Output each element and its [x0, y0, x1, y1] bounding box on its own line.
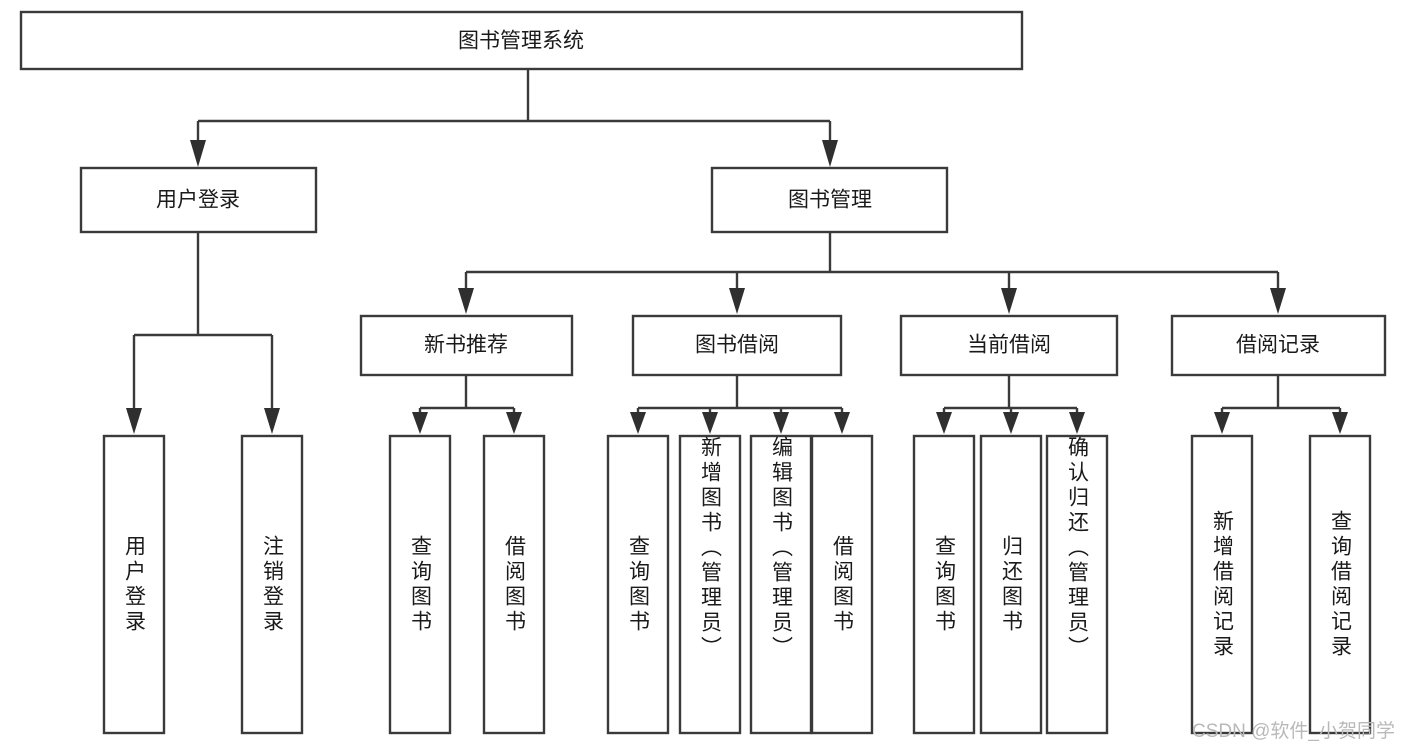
leaf-box-query-book-borrow[interactable] — [606, 434, 670, 735]
watermark-text: CSDN @软件_小贺同学 — [1192, 721, 1395, 742]
leaf-label-edit-book-admin: 编辑图书（管理员） — [769, 436, 793, 661]
arrow-head-icon — [1270, 288, 1286, 314]
arrow-head-icon — [458, 288, 474, 314]
arrow-head-icon — [729, 288, 745, 314]
arrow-head-icon — [1003, 412, 1019, 434]
node-label: 当前借阅 — [967, 334, 1051, 357]
arrow-head-icon — [412, 412, 428, 434]
node-label: 图书管理 — [788, 189, 872, 212]
connector-userlogin-to-leaves — [126, 232, 280, 434]
leaf-label-user-login: 用户登录 — [122, 534, 146, 635]
leaf-label-borrow-book-new: 借阅图书 — [502, 534, 526, 635]
leaf-label-add-borrow-record: 新增借阅记录 — [1210, 509, 1234, 660]
arrow-head-icon — [834, 412, 850, 434]
arrow-head-icon — [1001, 288, 1017, 314]
node-box-shape — [710, 166, 949, 234]
arrow-head-icon — [506, 412, 522, 434]
arrow-head-icon — [936, 412, 952, 434]
node-book-borrow[interactable]: 图书借阅 — [631, 314, 843, 377]
leaf-box-confirm-return-admin[interactable] — [1045, 434, 1109, 735]
leaf-box-user-login[interactable] — [102, 434, 166, 735]
connector-bookmgmt-to-level2 — [458, 232, 1286, 314]
node-new-book-recommend[interactable]: 新书推荐 — [359, 314, 574, 377]
leaf-box-logout[interactable] — [240, 434, 304, 735]
leaf-label-query-book-current: 查询图书 — [932, 534, 956, 635]
leaf-box-add-book-admin[interactable] — [678, 434, 742, 735]
node-box-shape — [899, 314, 1119, 377]
connector-record-to-leaves — [1214, 375, 1348, 434]
leaf-label-query-book-new: 查询图书 — [408, 534, 432, 635]
leaf-label-query-borrow-record: 查询借阅记录 — [1328, 509, 1352, 660]
arrow-head-icon — [630, 412, 646, 434]
arrow-head-icon — [822, 140, 838, 167]
node-box-shape — [1170, 314, 1387, 377]
connector-root-to-level1 — [190, 69, 838, 167]
node-label: 图书借阅 — [695, 334, 779, 357]
connector-newbook-to-leaves — [412, 375, 522, 434]
node-book-management[interactable]: 图书管理 — [710, 166, 949, 234]
leaf-box-return-book[interactable] — [979, 434, 1043, 735]
leaf-label-logout: 注销登录 — [260, 534, 284, 635]
node-user-login[interactable]: 用户登录 — [79, 166, 318, 234]
arrow-head-icon — [1069, 412, 1085, 434]
node-label: 新书推荐 — [424, 334, 508, 357]
leaf-box-query-book-new[interactable] — [388, 434, 452, 735]
leaf-label-query-book-borrow: 查询图书 — [626, 534, 650, 635]
arrow-head-icon — [126, 408, 142, 434]
leaf-label-borrow-book: 借阅图书 — [830, 534, 854, 635]
arrow-head-icon — [773, 412, 789, 434]
node-label: 图书管理系统 — [458, 30, 584, 53]
node-root-system[interactable]: 图书管理系统 — [19, 10, 1024, 71]
leaf-box-query-book-current[interactable] — [912, 434, 976, 735]
node-label: 借阅记录 — [1236, 334, 1320, 357]
node-box-shape — [631, 314, 843, 377]
connector-current-to-leaves — [936, 375, 1085, 434]
arrow-head-icon — [702, 412, 718, 434]
leaf-label-return-book: 归还图书 — [999, 534, 1023, 635]
arrow-head-icon — [1214, 412, 1230, 434]
leaf-label-confirm-return-admin: 确认归还（管理员） — [1065, 436, 1089, 661]
node-label: 用户登录 — [156, 189, 240, 212]
leaf-box-borrow-book[interactable] — [810, 434, 874, 735]
node-box-shape — [79, 166, 318, 234]
leaf-label-add-book-admin: 新增图书（管理员） — [698, 436, 722, 661]
arrow-head-icon — [1332, 412, 1348, 434]
leaf-box-query-borrow-record[interactable] — [1308, 434, 1372, 735]
node-borrow-record[interactable]: 借阅记录 — [1170, 314, 1387, 377]
leaf-box-add-borrow-record[interactable] — [1190, 434, 1254, 735]
node-box-shape — [359, 314, 574, 377]
leaf-box-borrow-book-new[interactable] — [482, 434, 546, 735]
arrow-head-icon — [264, 408, 280, 434]
node-box-shape — [19, 10, 1024, 71]
connector-borrow-to-leaves — [630, 375, 850, 434]
node-current-borrow[interactable]: 当前借阅 — [899, 314, 1119, 377]
arrow-head-icon — [190, 140, 206, 167]
